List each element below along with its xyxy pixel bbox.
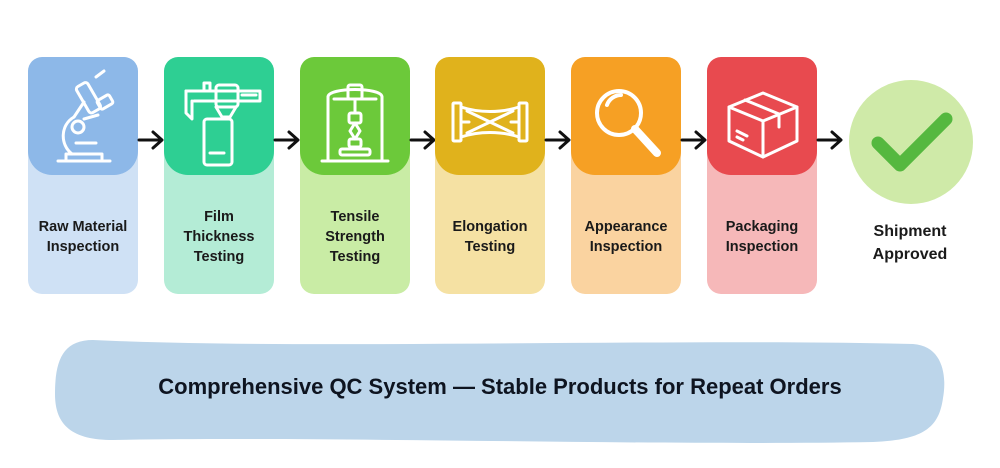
- stretch-film-icon: [451, 101, 529, 143]
- step-label: Appearance Inspection: [584, 218, 668, 255]
- step-card-top: [435, 57, 545, 175]
- caliper-icon: [184, 81, 262, 167]
- final-label: Shipment Approved: [872, 223, 948, 263]
- step-card-raw-material: Raw Material Inspection: [28, 57, 138, 294]
- arrow-right-icon: [544, 130, 571, 150]
- step-card-top: [28, 57, 138, 175]
- step-label: Raw Material Inspection: [38, 218, 128, 255]
- step-card-elongation: Elongation Testing: [435, 57, 545, 294]
- checkmark-icon: [849, 80, 973, 204]
- step-card-top: [300, 57, 410, 175]
- banner-text: Comprehensive QC System — Stable Product…: [158, 374, 842, 399]
- arrow-right-icon: [137, 130, 164, 150]
- step-label: Film Thickness Testing: [183, 208, 255, 265]
- step-card-tensile-strength: Tensile Strength Testing: [300, 57, 410, 294]
- banner-shape: [55, 340, 945, 443]
- step-card-top: [707, 57, 817, 175]
- magnifier-icon: [595, 89, 661, 157]
- microscope-icon: [56, 69, 115, 163]
- tensile-tester-icon: [320, 83, 390, 163]
- arrow-right-icon: [816, 130, 843, 150]
- box-icon: [727, 91, 799, 159]
- step-card-top: [164, 57, 274, 175]
- step-card-packaging: Packaging Inspection: [707, 57, 817, 294]
- summary-banner: Comprehensive QC System — Stable Product…: [53, 336, 947, 446]
- step-label: Tensile Strength Testing: [325, 208, 385, 265]
- step-card-film-thickness: Film Thickness Testing: [164, 57, 274, 294]
- step-card-top: [571, 57, 681, 175]
- arrow-right-icon: [409, 130, 436, 150]
- arrow-right-icon: [680, 130, 707, 150]
- arrow-right-icon: [273, 130, 300, 150]
- step-label: Elongation Testing: [452, 218, 528, 255]
- step-card-appearance: Appearance Inspection: [571, 57, 681, 294]
- step-label: Packaging Inspection: [725, 218, 799, 255]
